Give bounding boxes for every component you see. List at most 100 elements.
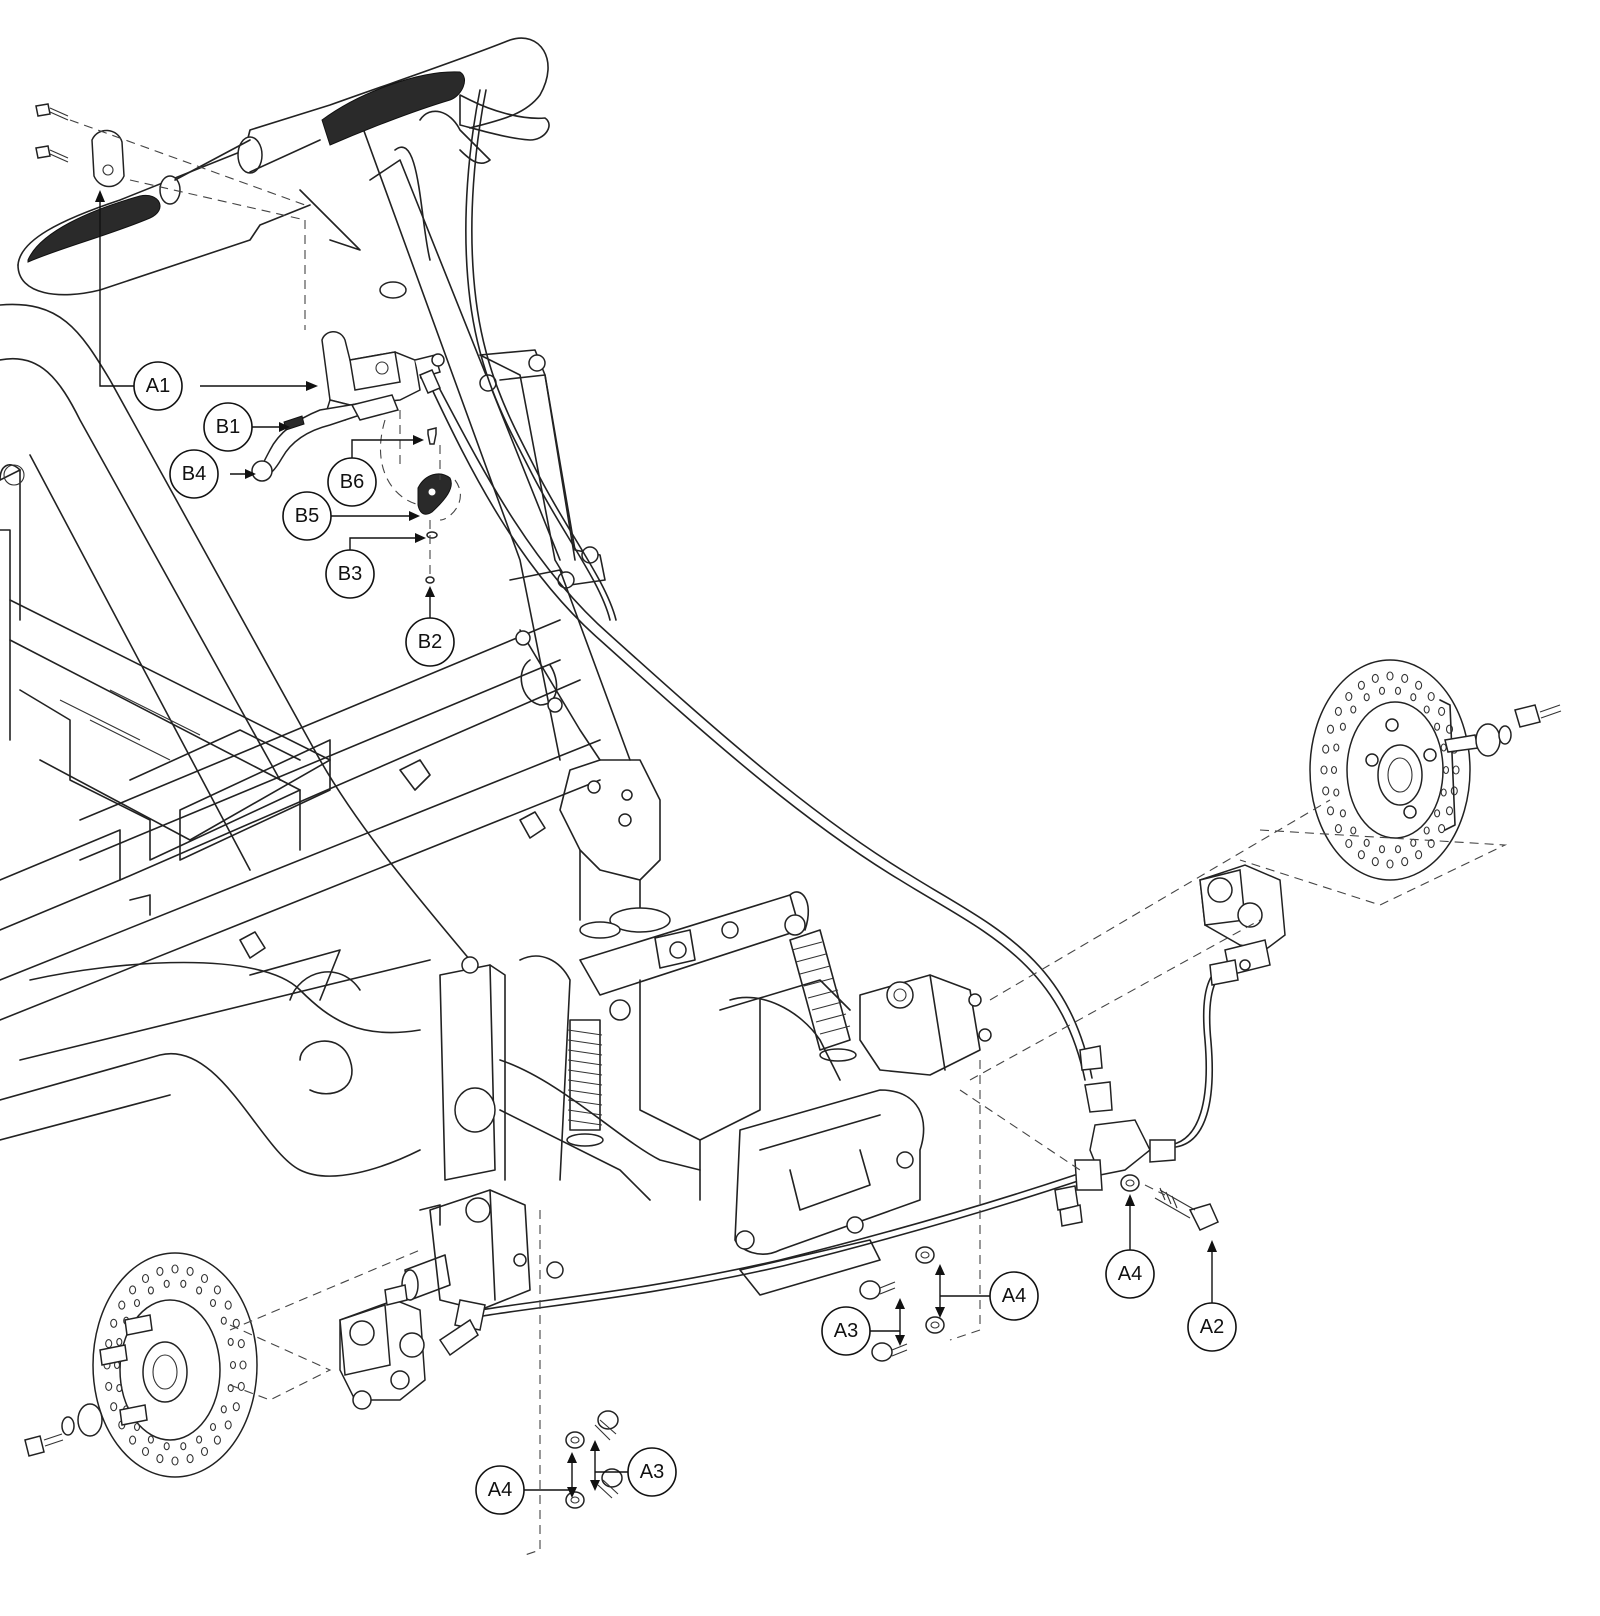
callout-label: A1 bbox=[146, 375, 170, 397]
right-shock-absorber bbox=[789, 929, 857, 1062]
disc-hole bbox=[118, 1300, 126, 1310]
disc-hole bbox=[1320, 765, 1328, 775]
right-hub-washer bbox=[1475, 723, 1501, 757]
right-hub-bolt bbox=[1514, 704, 1562, 728]
disc-hole bbox=[1350, 705, 1357, 714]
callout-label: B6 bbox=[340, 471, 364, 493]
callout-label: A3 bbox=[640, 1461, 664, 1483]
callout-label: A4 bbox=[1002, 1285, 1026, 1307]
disc-hole bbox=[1442, 765, 1450, 775]
disc-hole bbox=[1371, 673, 1379, 683]
callout-label: B4 bbox=[182, 463, 206, 485]
disc-hole bbox=[1363, 693, 1370, 702]
fasteners bbox=[524, 1060, 1219, 1556]
disc-hole bbox=[156, 1266, 164, 1276]
disc-hole bbox=[116, 1384, 123, 1393]
callout-b1: B1 bbox=[203, 402, 253, 452]
disc-hole bbox=[209, 1422, 217, 1432]
disc-hole bbox=[213, 1435, 221, 1445]
disc-hole bbox=[1394, 845, 1402, 854]
disc-hole bbox=[110, 1402, 118, 1412]
washer-a4-mid-top bbox=[915, 1246, 935, 1264]
caliper-bolt-a2 bbox=[1154, 1187, 1219, 1231]
callout-leaders bbox=[95, 190, 1217, 1498]
disc-hole bbox=[196, 1286, 203, 1295]
disc-hole bbox=[1434, 809, 1441, 818]
brake-lever-assembly bbox=[35, 103, 461, 584]
disc-hole bbox=[1322, 744, 1330, 754]
right-spindle-knuckle bbox=[859, 974, 992, 1076]
disc-hole bbox=[237, 1339, 245, 1349]
left-hub-washer bbox=[77, 1403, 103, 1437]
disc-hole bbox=[220, 1405, 227, 1414]
left-spindle-knuckle bbox=[401, 1189, 564, 1311]
washer-a4-bottom-bottom bbox=[565, 1491, 585, 1509]
callout-b5: B5 bbox=[282, 491, 332, 541]
disc-hole bbox=[224, 1300, 232, 1310]
callout-b3: B3 bbox=[325, 549, 375, 599]
hose-tee-fitting bbox=[1054, 1045, 1176, 1227]
clamp-screw-top bbox=[35, 103, 69, 121]
disc-hole bbox=[1438, 824, 1446, 834]
washer-a4-bottom-top bbox=[565, 1431, 585, 1449]
callout-label: A4 bbox=[488, 1479, 512, 1501]
disc-hole bbox=[1350, 826, 1357, 835]
left-brake-caliper bbox=[339, 1284, 426, 1410]
disc-hole bbox=[1427, 691, 1435, 702]
callout-label: B1 bbox=[216, 416, 240, 438]
washer-b3 bbox=[426, 531, 438, 539]
clamp-screw-bottom bbox=[35, 145, 69, 163]
disc-hole bbox=[229, 1360, 237, 1370]
disc-hole bbox=[147, 1435, 154, 1444]
disc-hole bbox=[200, 1446, 209, 1457]
callout-label: A2 bbox=[1200, 1316, 1224, 1338]
disc-hole bbox=[1445, 806, 1454, 816]
pivot-pin bbox=[427, 427, 437, 445]
disc-hole bbox=[227, 1337, 234, 1346]
callout-a1: A1 bbox=[133, 361, 183, 411]
disc-hole bbox=[232, 1402, 240, 1412]
bolt-a3-mid-bottom bbox=[871, 1342, 908, 1362]
callout-b2: B2 bbox=[405, 617, 455, 667]
disc-hole bbox=[171, 1456, 179, 1466]
disc-hole bbox=[1410, 693, 1417, 702]
callout-a3-bottom: A3 bbox=[627, 1447, 677, 1497]
callout-b6: B6 bbox=[327, 457, 377, 507]
disc-hole bbox=[163, 1279, 170, 1288]
handlebar-assembly bbox=[17, 37, 671, 939]
disc-hole bbox=[1378, 686, 1386, 695]
disc-hole bbox=[1357, 850, 1365, 860]
callout-label: B5 bbox=[295, 505, 319, 527]
disc-hole bbox=[1345, 691, 1353, 702]
callout-label: A4 bbox=[1118, 1263, 1142, 1285]
disc-hole bbox=[209, 1298, 217, 1308]
disc-hole bbox=[1440, 788, 1447, 797]
callout-a4-mid: A4 bbox=[989, 1271, 1039, 1321]
clip-b2 bbox=[425, 576, 435, 584]
disc-hole bbox=[1386, 859, 1394, 869]
bolt-a3-bottom-bottom bbox=[597, 1468, 623, 1499]
bolt-a3-bottom-top bbox=[594, 1410, 619, 1441]
disc-hole bbox=[1445, 724, 1454, 734]
disc-hole bbox=[1423, 705, 1430, 714]
right-hub-lockwasher bbox=[1498, 725, 1512, 745]
disc-hole bbox=[1438, 706, 1446, 716]
disc-hole bbox=[200, 1273, 209, 1284]
disc-hole bbox=[129, 1285, 137, 1295]
disc-hole bbox=[1326, 806, 1335, 816]
callout-label: A3 bbox=[834, 1320, 858, 1342]
disc-hole bbox=[110, 1318, 118, 1328]
disc-hole bbox=[171, 1264, 179, 1274]
left-shock-absorber bbox=[566, 1019, 604, 1147]
disc-hole bbox=[163, 1442, 170, 1451]
disc-hole bbox=[1330, 765, 1338, 775]
disc-hole bbox=[1334, 824, 1342, 834]
disc-hole bbox=[1339, 809, 1346, 818]
disc-hole bbox=[186, 1266, 194, 1276]
disc-hole bbox=[1334, 706, 1342, 716]
disc-hole bbox=[105, 1381, 113, 1391]
disc-hole bbox=[1401, 673, 1409, 683]
disc-hole bbox=[1326, 724, 1335, 734]
disc-hole bbox=[237, 1381, 245, 1391]
lever-clamp bbox=[91, 129, 125, 188]
